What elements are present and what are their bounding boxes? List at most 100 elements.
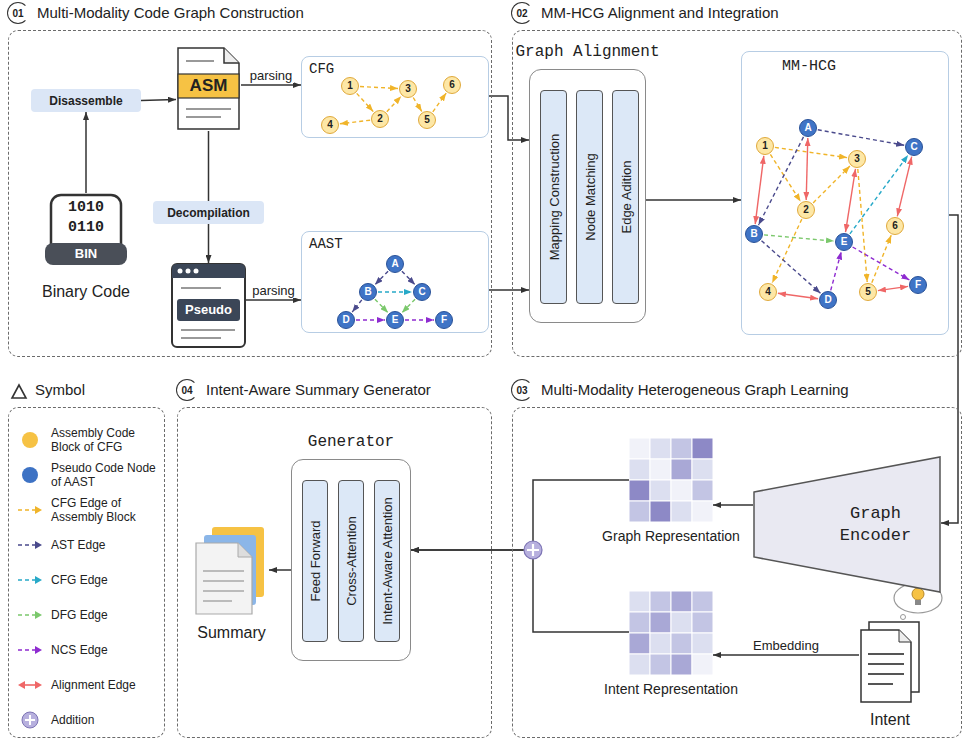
node-text: Graph Representation xyxy=(602,528,740,544)
legend-text: NCS Edge xyxy=(51,643,159,657)
layer-box: Intent-Aware Attention xyxy=(374,480,400,642)
layer-box: Feed Forward xyxy=(302,480,328,642)
icon-part xyxy=(22,712,38,728)
graph-box: AASTABCDEF xyxy=(301,231,489,333)
icon-part xyxy=(194,526,269,616)
graph-node: D xyxy=(819,291,837,309)
connector-group xyxy=(86,85,958,655)
graph-node: 2 xyxy=(797,201,815,219)
connector xyxy=(489,96,529,140)
process-box: Disassemble xyxy=(31,89,141,112)
graph-node: B xyxy=(359,283,377,301)
node-text: Edge Adition xyxy=(618,160,633,233)
connector xyxy=(356,319,385,320)
icon-part xyxy=(186,116,221,118)
graph-node: E xyxy=(386,311,404,329)
graph-node: 3 xyxy=(848,150,866,168)
feature-matrix: Graph Representation xyxy=(629,438,713,522)
connector xyxy=(360,87,398,89)
icon-part xyxy=(859,621,921,703)
step-number: 02 xyxy=(511,2,533,24)
icon-part xyxy=(186,108,231,110)
connector xyxy=(246,299,301,301)
icon-part xyxy=(186,60,214,62)
icon-part xyxy=(203,570,244,572)
icon-part xyxy=(753,456,941,593)
connector xyxy=(208,224,210,263)
node-text: Mapping Construction xyxy=(546,134,561,260)
graph-node: F xyxy=(909,276,927,294)
connector xyxy=(413,98,422,112)
node-text: Summary xyxy=(197,624,265,642)
icon-part xyxy=(754,457,940,592)
icon-part xyxy=(186,269,191,274)
connector xyxy=(378,291,412,292)
node-text: 4 xyxy=(327,120,333,130)
icon-part xyxy=(17,680,43,690)
edge-label: parsing xyxy=(250,283,297,298)
layer-box: Edge Adition xyxy=(612,90,639,304)
node-text: Feed Forward xyxy=(308,521,323,602)
node-text: B xyxy=(750,229,757,239)
node-text: F xyxy=(915,280,921,290)
module-box: Graph AlignmentMapping ConstructionNode … xyxy=(529,69,646,323)
graph-box: CFG123456 xyxy=(301,56,489,138)
module-box: GeneratorFeed ForwardCross-AttentionInte… xyxy=(291,459,411,661)
connector xyxy=(411,550,629,632)
connector xyxy=(646,199,741,201)
icon-part xyxy=(172,264,245,278)
lightbulb xyxy=(912,588,924,600)
connector xyxy=(853,247,910,280)
legend-text: Pseudo Code Node of AAST xyxy=(51,461,159,489)
node-text: A xyxy=(391,259,398,269)
icon-part xyxy=(868,653,904,655)
legend-sample xyxy=(17,540,43,550)
icon-part xyxy=(35,611,42,619)
icon-part xyxy=(671,633,692,654)
legend-swatch xyxy=(22,432,38,448)
icon-part xyxy=(692,612,713,633)
node-text: Binary Code xyxy=(36,283,136,301)
graph-node: B xyxy=(745,225,763,243)
icon-text: BIN xyxy=(45,245,127,263)
icon-part xyxy=(35,541,42,549)
node-text: Intent-Aware Attention xyxy=(380,497,395,625)
edge-label: parsing xyxy=(248,68,295,83)
graph-node: E xyxy=(835,233,853,251)
icon-part xyxy=(224,48,239,63)
connector xyxy=(818,130,904,145)
legend-row: NCS Edge xyxy=(17,634,162,666)
graph-box: MM-HCG123456ABCDEF xyxy=(741,51,949,335)
icon-part xyxy=(17,645,43,655)
icon-part xyxy=(45,243,127,265)
connector xyxy=(764,235,834,241)
icon-part xyxy=(203,580,244,582)
node-text: C xyxy=(910,142,917,152)
step-number: 01 xyxy=(7,2,29,24)
step-number: 03 xyxy=(511,379,533,401)
node-text: AAST xyxy=(309,236,343,252)
addition-cross xyxy=(527,544,539,556)
icon-part xyxy=(692,480,713,501)
connector xyxy=(375,299,388,313)
graph-node: 2 xyxy=(371,110,389,128)
icon-part xyxy=(650,591,671,612)
connector xyxy=(352,300,362,312)
node-text: Intent-Aware Summary Generator xyxy=(206,381,431,398)
legend-swatch xyxy=(22,467,38,483)
summary-icon: Summary xyxy=(194,526,269,616)
icon-part xyxy=(18,579,36,581)
connector xyxy=(208,131,210,201)
lightbulb-base xyxy=(915,600,921,605)
icon-part xyxy=(35,506,42,514)
icon-part xyxy=(671,612,692,633)
icon-part xyxy=(194,269,199,274)
graph-node: A xyxy=(799,119,817,137)
node-text: F xyxy=(441,315,447,325)
node-text: Cross-Attention xyxy=(344,516,359,606)
graph-node: 5 xyxy=(859,283,877,301)
node-text: Graph Alignment xyxy=(515,43,659,61)
icon-part xyxy=(177,299,240,321)
